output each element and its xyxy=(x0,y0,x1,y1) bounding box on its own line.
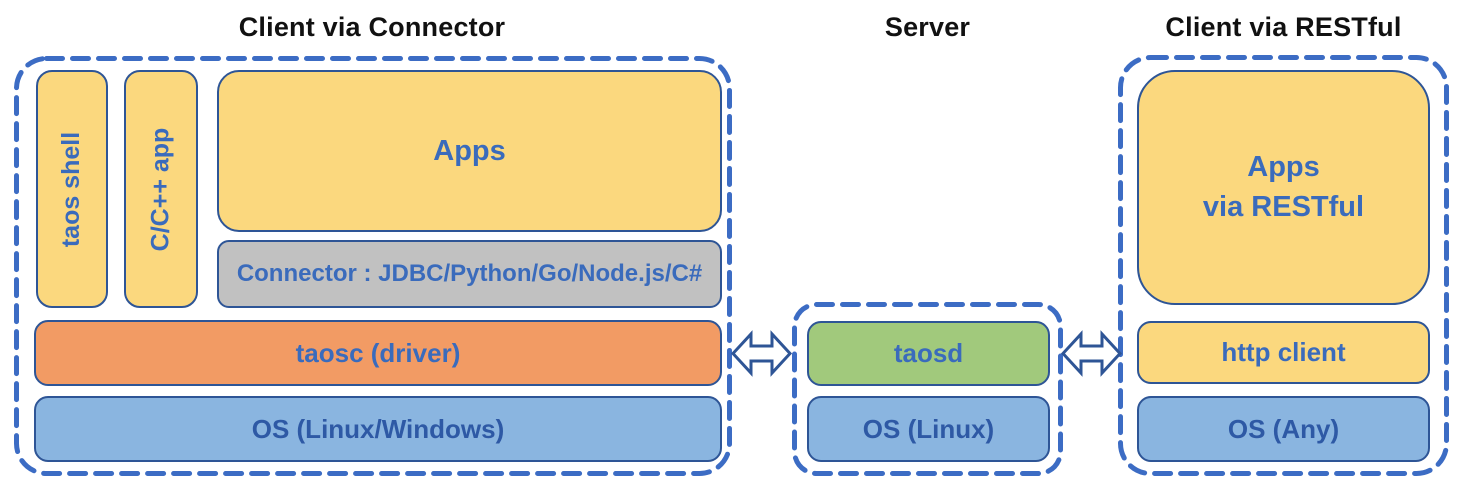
os-linux-label: OS (Linux) xyxy=(862,413,995,444)
apps-via-restful-line2: via RESTful xyxy=(1202,190,1365,223)
c-cpp-app-label: C/C++ app xyxy=(146,127,175,251)
taosd-box: taosd xyxy=(807,321,1050,386)
connector-label: Connector : JDBC/Python/Go/Node.js/C# xyxy=(236,260,703,287)
apps-label: Apps xyxy=(433,134,506,167)
taosc-driver-box: taosc (driver) xyxy=(34,320,722,386)
http-client-box: http client xyxy=(1137,321,1430,384)
os-linux-windows-label: OS (Linux/Windows) xyxy=(251,413,505,444)
os-any-box: OS (Any) xyxy=(1137,396,1430,462)
os-linux-windows-box: OS (Linux/Windows) xyxy=(34,396,722,462)
connector-box: Connector : JDBC/Python/Go/Node.js/C# xyxy=(217,240,722,308)
taos-shell-label: taos shell xyxy=(57,131,86,247)
http-client-label: http client xyxy=(1221,337,1346,367)
os-any-label: OS (Any) xyxy=(1227,413,1340,444)
apps-box: Apps xyxy=(217,70,722,232)
apps-via-restful-label: Apps via RESTful xyxy=(1203,148,1364,226)
taosc-driver-label: taosc (driver) xyxy=(295,337,461,368)
section-title-client-via-restful: Client via RESTful xyxy=(1165,12,1402,42)
restful-client-dashed-border xyxy=(1118,55,1449,476)
taos-shell-box: taos shell xyxy=(36,70,108,308)
left-right-arrow-icon xyxy=(1060,330,1123,377)
c-cpp-app-box: C/C++ app xyxy=(124,70,198,308)
connector-client-dashed-border xyxy=(14,56,732,476)
section-title-server: Server xyxy=(884,12,971,42)
apps-via-restful-line1: Apps xyxy=(1247,151,1320,184)
os-linux-box: OS (Linux) xyxy=(807,396,1050,462)
taosd-label: taosd xyxy=(893,338,964,368)
apps-via-restful-box: Apps via RESTful xyxy=(1137,70,1430,305)
left-right-arrow-icon xyxy=(730,330,793,377)
section-title-client-via-connector: Client via Connector xyxy=(238,12,506,42)
server-dashed-border xyxy=(792,302,1063,476)
